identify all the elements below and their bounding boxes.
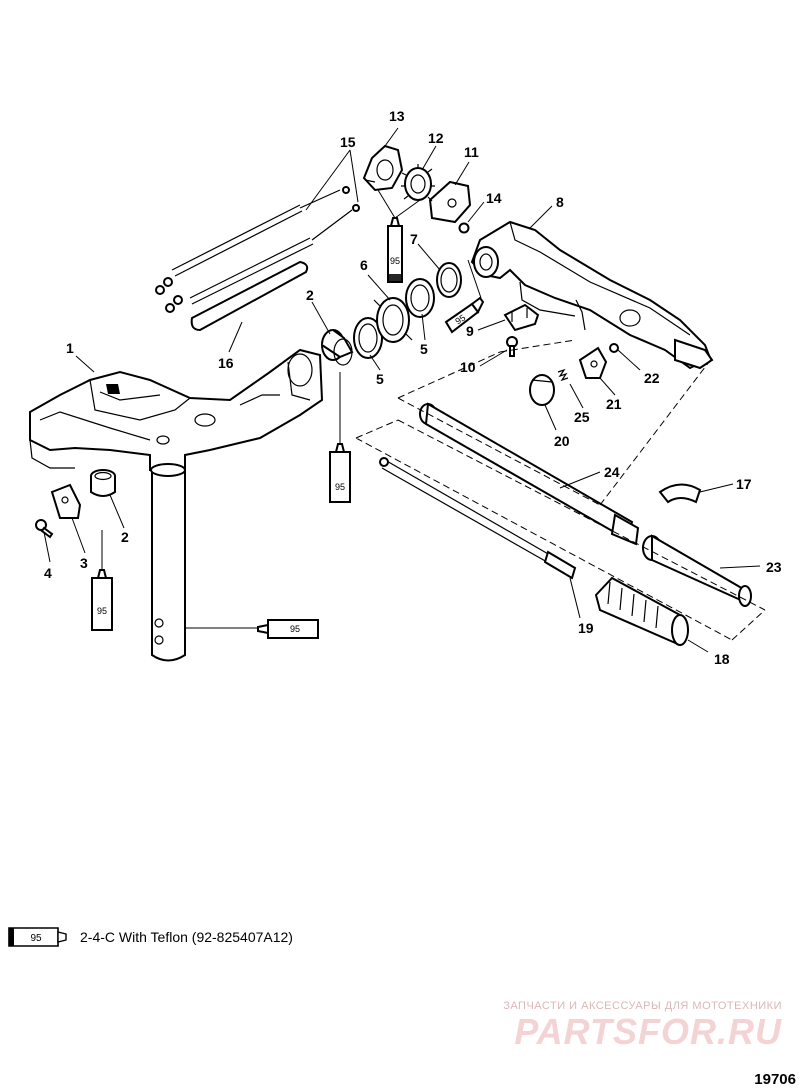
part-10-screw	[506, 336, 518, 357]
figure-number: 19706	[754, 1071, 796, 1088]
grease-tube-left: 95	[91, 569, 113, 631]
callout-6: 6	[360, 257, 368, 273]
callout-21: 21	[606, 396, 622, 412]
part-1-shaft	[150, 463, 186, 662]
callout-16: 16	[218, 355, 234, 371]
callouts: 1 2 2 3 4 5 5 6 7 8 9 10 11 12 13 14 15 …	[44, 108, 782, 667]
dashed-group-box-upper	[397, 339, 713, 506]
callout-17: 17	[736, 476, 752, 492]
callout-22: 22	[644, 370, 660, 386]
grease-tube-13: 95	[387, 217, 403, 283]
callout-1: 1	[66, 340, 74, 356]
watermark-logo: PARTSFOR.RU	[514, 1011, 782, 1052]
callout-19: 19	[578, 620, 594, 636]
part-5-washer-a	[353, 317, 383, 359]
grease-tube-horizontal: 95	[257, 619, 319, 639]
callout-2-left: 2	[121, 529, 129, 545]
part-1-bracket	[29, 348, 324, 471]
callout-13: 13	[389, 108, 405, 124]
dashed-group-box-lower	[355, 419, 766, 641]
grease-tube-7: 95	[444, 296, 485, 334]
callout-8: 8	[556, 194, 564, 210]
tube-label: 95	[290, 624, 300, 634]
tube-label: 95	[335, 482, 345, 492]
part-24-shaft	[419, 402, 640, 546]
part-15-cables	[155, 186, 360, 313]
part-23-sleeve	[642, 534, 752, 607]
part-17-arc	[658, 483, 702, 504]
part-8-tiller-arm	[470, 220, 714, 370]
callout-25: 25	[574, 409, 590, 425]
part-21-bracket	[578, 346, 608, 379]
callout-7: 7	[410, 231, 418, 247]
part-5-washer-b	[405, 278, 435, 318]
callout-10: 10	[460, 359, 476, 375]
part-9-clip	[503, 303, 540, 332]
part-2-bushing-left	[90, 469, 116, 497]
callout-2-right: 2	[306, 287, 314, 303]
callout-23: 23	[766, 559, 782, 575]
callout-9: 9	[466, 323, 474, 339]
part-16-tube	[190, 260, 309, 332]
part-14-screw	[458, 222, 470, 234]
watermark-tagline: ЗАПЧАСТИ И АКСЕССУАРЫ ДЛЯ МОТОТЕХНИКИ	[503, 1000, 782, 1012]
part-6-retainer	[373, 297, 413, 343]
part-18-grip	[594, 576, 690, 647]
part-22-screw	[609, 343, 619, 353]
part-7-washer	[436, 262, 462, 298]
part-25-spring	[557, 368, 569, 382]
part-2-bushing-right	[321, 329, 354, 366]
callout-15: 15	[340, 134, 356, 150]
part-11-plate	[428, 180, 472, 224]
callout-3: 3	[80, 555, 88, 571]
watermark: ЗАПЧАСТИ И АКСЕССУАРЫ ДЛЯ МОТОТЕХНИКИ PA…	[503, 1000, 782, 1052]
grease-tube-shaft: 95	[329, 443, 351, 503]
callout-11: 11	[464, 144, 479, 160]
callout-12: 12	[428, 130, 444, 146]
part-4-screw	[35, 519, 54, 539]
leader-lines	[43, 127, 761, 653]
part-3-plate	[50, 483, 82, 519]
tube-label: 95	[453, 313, 467, 327]
callout-24: 24	[604, 464, 620, 480]
part-20-knob	[529, 374, 555, 406]
legend-text: 2-4-C With Teflon (92-825407A12)	[80, 929, 293, 945]
part-12-gear	[401, 164, 435, 202]
callout-4: 4	[44, 565, 52, 581]
legend-tube-label: 95	[30, 933, 42, 944]
tube-label: 95	[390, 256, 400, 266]
part-19-cable	[379, 457, 577, 580]
callout-18: 18	[714, 651, 730, 667]
grease-tube-icon: 95	[8, 927, 67, 947]
tube-label: 95	[97, 606, 107, 616]
part-13-block	[362, 144, 404, 192]
callout-20: 20	[554, 433, 570, 449]
callout-5-upper: 5	[420, 341, 428, 357]
callout-5-lower: 5	[376, 371, 384, 387]
legend: 95 2-4-C With Teflon (92-825407A12)	[8, 926, 293, 948]
callout-14: 14	[486, 190, 502, 206]
